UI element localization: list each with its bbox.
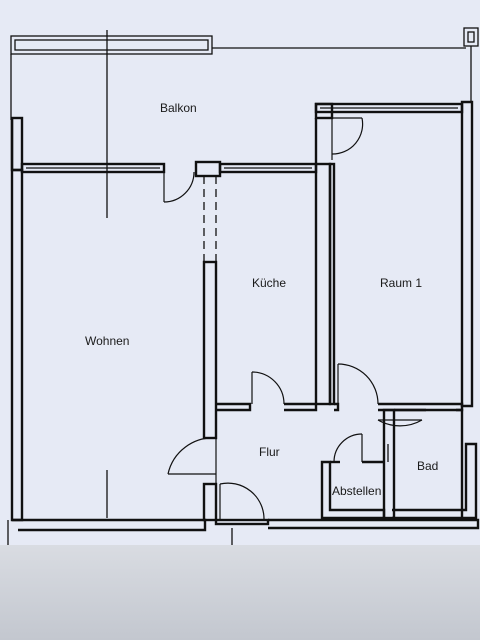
room-label-kueche: Küche bbox=[252, 276, 286, 290]
balcony-railing bbox=[10, 27, 479, 120]
flur-doors bbox=[167, 437, 270, 526]
paper-background bbox=[0, 0, 480, 545]
balcony-door-raum1 bbox=[331, 117, 364, 160]
wall-kueche-raum1 bbox=[314, 162, 336, 406]
room-label-bad: Bad bbox=[417, 459, 438, 473]
room-label-flur: Flur bbox=[259, 445, 280, 459]
room-label-wohnen: Wohnen bbox=[85, 334, 129, 348]
room-label-balkon: Balkon bbox=[160, 101, 197, 115]
outer-walls bbox=[7, 100, 480, 545]
room-label-raum1: Raum 1 bbox=[380, 276, 422, 290]
paper-edge bbox=[0, 545, 480, 640]
room-label-abstellen: Abstellen bbox=[332, 484, 381, 498]
balcony-door-wohnen bbox=[163, 171, 195, 203]
kitchen-bottom-wall bbox=[216, 371, 318, 412]
bath-storage-block bbox=[320, 408, 478, 520]
